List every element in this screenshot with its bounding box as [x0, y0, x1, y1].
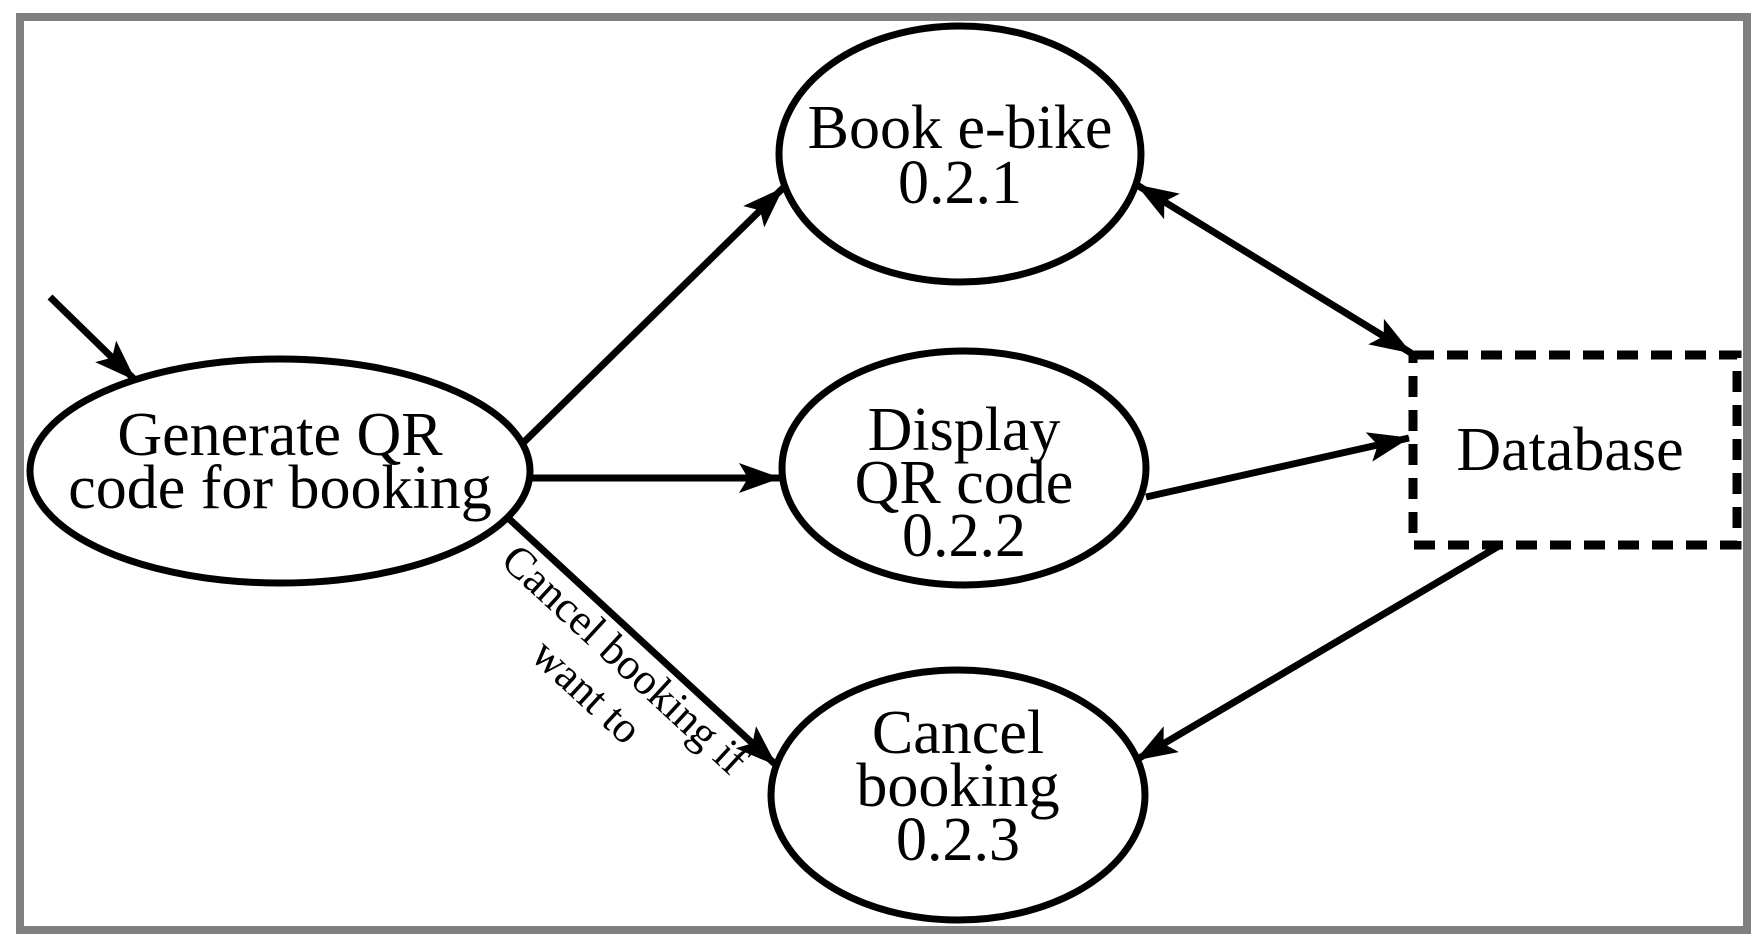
display-qr-label-line1: Display — [868, 396, 1061, 464]
process-ellipse-cancel-booking — [767, 666, 1149, 924]
edge-start-to-generate-arrow — [47, 294, 138, 383]
edge-generate-to-cancel-arrow — [504, 514, 779, 768]
generate-qr-label-line1: Generate QR — [117, 401, 443, 469]
database-entity-box — [1408, 350, 1742, 550]
edge-book-database-double-arrow — [1135, 182, 1413, 356]
process-ellipse-book-ebike — [775, 22, 1145, 286]
cancel-booking-label-line3: 0.2.3 — [896, 806, 1020, 874]
display-qr-label-line3: 0.2.2 — [902, 502, 1026, 570]
edge-database-to-cancel-arrow — [1134, 542, 1501, 764]
process-ellipse-display-qr — [778, 347, 1150, 589]
process-ellipse-generate-qr — [26, 355, 534, 587]
display-qr-label-line2: QR code — [855, 449, 1074, 517]
database-label: Database — [1456, 416, 1683, 484]
diagram-frame — [16, 13, 1751, 934]
generate-qr-label-line2: code for booking — [68, 454, 492, 522]
edge-display-to-database-arrow — [1145, 432, 1410, 501]
cancel-booking-label-line2: booking — [856, 752, 1059, 820]
edge-generate-to-book-arrow — [519, 185, 786, 447]
book-ebike-label-line2: 0.2.1 — [898, 149, 1022, 217]
cancel-booking-label-line1: Cancel — [872, 699, 1044, 767]
book-ebike-label-line1: Book e-bike — [808, 94, 1113, 162]
